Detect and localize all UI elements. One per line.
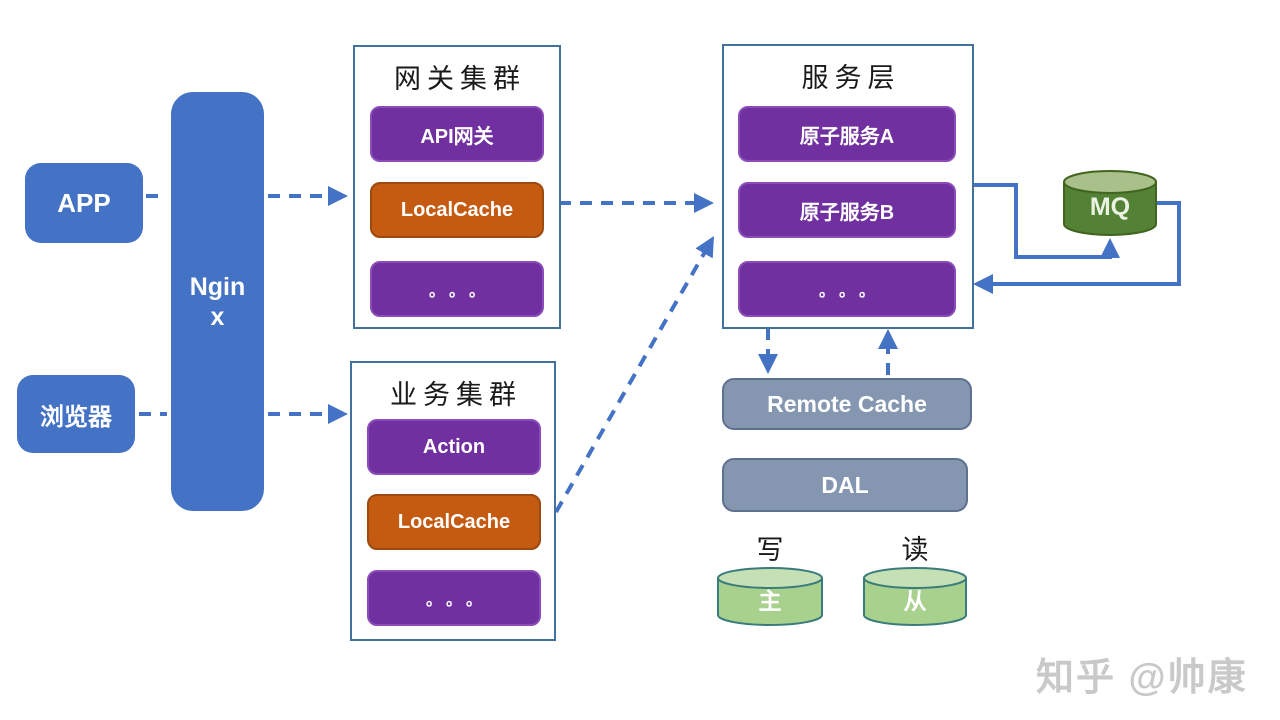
browser-node: 浏览器 xyxy=(17,375,135,453)
mq-label: MQ xyxy=(1089,192,1131,221)
watermark: 知乎 @帅康 xyxy=(1036,657,1248,699)
business-cluster-group: 业务集群 Action LocalCache 。。。 xyxy=(350,361,556,641)
gateway-localcache-box: LocalCache xyxy=(370,182,544,238)
gateway-cluster-title: 网关集群 xyxy=(394,64,526,94)
nginx-label: Nginx xyxy=(189,272,246,331)
business-localcache-box: LocalCache xyxy=(367,494,541,550)
atomic-service-a-box: 原子服务A xyxy=(738,106,956,162)
remote-cache-bar: Remote Cache xyxy=(722,378,972,430)
nginx-node: Nginx xyxy=(171,92,264,511)
service-ellipsis-box: 。。。 xyxy=(738,261,956,317)
write-label: 写 xyxy=(756,535,784,565)
business-ellipsis-box: 。。。 xyxy=(367,570,541,626)
gateway-cluster-group: 网关集群 API网关 LocalCache 。。。 xyxy=(353,45,561,329)
api-gateway-box: API网关 xyxy=(370,106,544,162)
arrow-business-localcache-to-service-layer xyxy=(554,236,714,513)
action-box: Action xyxy=(367,419,541,475)
service-layer-title: 服务层 xyxy=(801,63,901,93)
master-db-label: 主 xyxy=(758,588,782,614)
dal-bar: DAL xyxy=(722,458,968,512)
read-label: 读 xyxy=(901,535,929,565)
app-node: APP xyxy=(25,163,143,243)
slave-db-label: 从 xyxy=(903,588,927,614)
service-layer-group: 服务层 原子服务A 原子服务B 。。。 xyxy=(722,44,974,329)
atomic-service-b-box: 原子服务B xyxy=(738,182,956,238)
business-cluster-title: 业务集群 xyxy=(390,380,522,410)
gateway-ellipsis-box: 。。。 xyxy=(370,261,544,317)
